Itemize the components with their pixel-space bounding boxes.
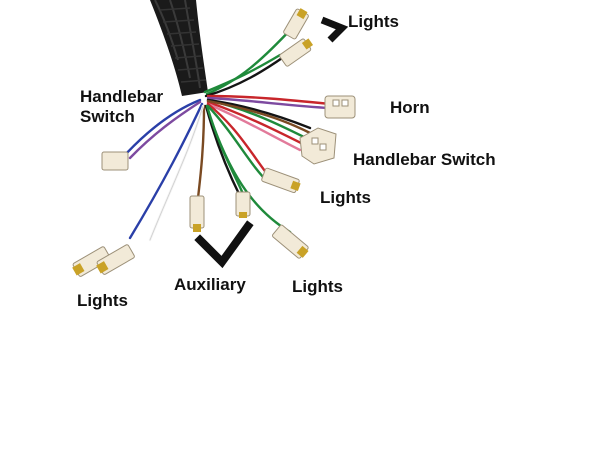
connectors: [72, 8, 356, 277]
harness-sleeve: [150, 0, 208, 96]
connector-horn: [324, 95, 356, 119]
label-lights-bottom-center: Lights: [292, 277, 343, 296]
connector-auxiliary-2: [235, 191, 251, 218]
label-horn: Horn: [390, 98, 430, 117]
wire-bundle: [122, 26, 332, 242]
connector-lights-top-1: [283, 8, 309, 40]
label-lights-top: Lights: [348, 12, 399, 31]
checkmark-icon: [194, 220, 254, 269]
label-lights-mid-right: Lights: [320, 188, 371, 207]
connector-lights-top-2: [279, 38, 314, 67]
label-handlebar-switch-right: Handlebar Switch: [353, 150, 496, 169]
connector-auxiliary-1: [189, 195, 205, 232]
label-auxiliary: Auxiliary: [174, 275, 246, 294]
connector-handlebar-switch-right: [299, 127, 337, 165]
label-lights-bottom-left: Lights: [77, 291, 128, 310]
connector-lights-mid: [261, 167, 301, 194]
connector-lights-bottom-left-2: [96, 244, 135, 275]
label-handlebar-switch-left-line2: Switch: [80, 107, 135, 126]
label-handlebar-switch-left-line1: Handlebar: [80, 87, 164, 106]
connector-lights-bottom-left-1: [72, 246, 111, 277]
connector-handlebar-switch-left: [101, 151, 129, 171]
chevron-icon: [320, 16, 349, 43]
connector-lights-bottom-center: [272, 224, 309, 259]
